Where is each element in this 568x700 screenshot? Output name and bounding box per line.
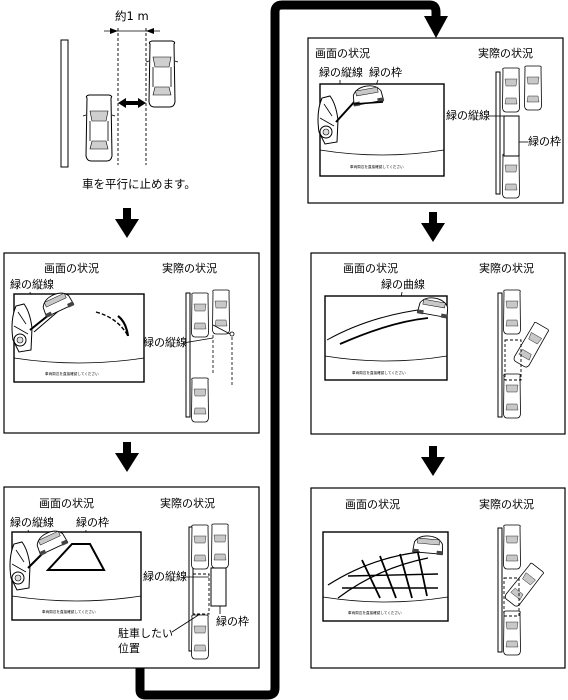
- parked-car: [145, 40, 179, 108]
- panel1-green-vertical-label: 緑の縦線: [10, 277, 54, 291]
- panel-step-4: 画面の状況 実際の状況 緑の曲線 車両周辺を直接確認してください: [310, 252, 566, 435]
- flow-path: [135, 0, 441, 700]
- panel3-green-frame-label: 緑の枠: [369, 65, 402, 79]
- panel1-green-vertical-label-2: 緑の縦線: [143, 335, 187, 349]
- panel4-screen-title: 画面の状況: [343, 261, 398, 275]
- panel2-parking-position-line2: 位置: [118, 641, 140, 655]
- panel3-green-frame-label-2: 緑の枠: [528, 134, 561, 148]
- panel2-green-vertical-label: 緑の縦線: [10, 515, 54, 529]
- panel4-actual-title: 実際の状況: [479, 261, 534, 275]
- panel-step-1: 画面の状況 実際の状況 緑の縦線 車両周辺を直接確認してください 緑の縦線: [3, 252, 260, 434]
- panel1-screen-warning: 車両周辺を直接確認してください: [45, 371, 99, 376]
- flow-path-arrowhead: [424, 16, 448, 38]
- own-car: [82, 94, 116, 162]
- panel3-screen-warning: 車両周辺を直接確認してください: [350, 164, 404, 169]
- panel3-actual-title: 実際の状況: [478, 46, 533, 60]
- panel1-screen-title: 画面の状況: [44, 261, 99, 275]
- panel3-green-vertical-label-2: 緑の縦線: [446, 108, 490, 122]
- panel2-screen-title: 画面の状況: [39, 496, 94, 510]
- panel3-green-vertical-label: 緑の縦線: [319, 65, 363, 79]
- step-arrow-4: [421, 446, 445, 476]
- panel2-green-frame-label: 緑の枠: [76, 515, 109, 529]
- intro-caption: 車を平行に止めます。: [82, 177, 196, 191]
- panel5-actual-title: 実際の状況: [479, 497, 534, 511]
- panel-step-2: 画面の状況 実際の状況 緑の縦線 緑の枠 車両周辺を直接確認してください 緑の縦…: [3, 486, 260, 669]
- panel-step-3: 画面の状況 実際の状況 緑の縦線 緑の枠 車両周辺を直接確認してください 緑の縦…: [307, 37, 564, 204]
- step-arrow-2: [115, 442, 139, 472]
- panel2-green-vertical-label-2: 緑の縦線: [143, 569, 187, 583]
- step-arrow-1: [115, 208, 139, 238]
- panel1-screen: [13, 293, 145, 383]
- panel5-screen-title: 画面の状況: [345, 497, 400, 511]
- intro-section: 約1 m 車を平行に止めます。: [60, 9, 196, 191]
- panel2-parking-position-line1: 駐車したい: [118, 626, 173, 640]
- panel1-actual-title: 実際の状況: [162, 261, 217, 275]
- panel-step-5: 画面の状況 実際の状況 車両周辺を直接確認してください: [310, 487, 566, 669]
- panel2-actual-title: 実際の状況: [160, 496, 215, 510]
- panel4-screen-warning: 車両周辺を直接確認してください: [352, 370, 406, 375]
- panel5-screen-warning: 車両周辺を直接確認してください: [348, 610, 402, 615]
- panel2-green-frame-label-2: 緑の枠: [216, 614, 249, 628]
- panel2-screen-warning: 車両周辺を直接確認してください: [42, 609, 96, 614]
- panel4-green-curve-label: 緑の曲線: [381, 277, 425, 291]
- curb: [60, 39, 69, 168]
- panel2-screen: [11, 531, 142, 621]
- step-arrow-3: [421, 212, 445, 242]
- panel3-screen-title: 画面の状況: [315, 46, 370, 60]
- distance-label: 約1 m: [115, 9, 149, 23]
